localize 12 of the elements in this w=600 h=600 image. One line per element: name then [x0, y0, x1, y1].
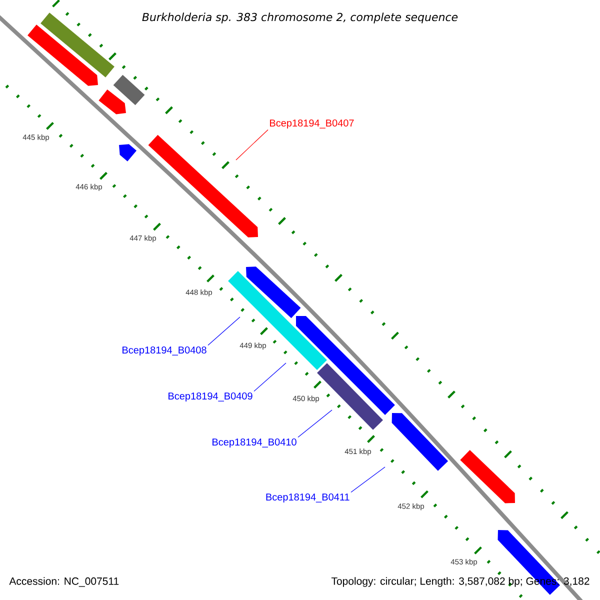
- leader-line: [254, 362, 286, 392]
- title: Burkholderia sp. 383 chromosome 2, complete sequence: [142, 12, 458, 24]
- gene-label: Bcep18194_B0409: [168, 392, 252, 402]
- gene-label: Bcep18194_B0407: [270, 119, 354, 129]
- leader-line: [208, 316, 240, 346]
- gene-label: Bcep18194_B0408: [122, 346, 206, 356]
- leader-line: [298, 410, 332, 438]
- accession-text: Accession: NC_007511: [9, 577, 119, 587]
- gene-label: Bcep18194_B0410: [212, 438, 296, 448]
- leader-line: [350, 466, 386, 493]
- leader-line: [236, 129, 268, 160]
- gene-label: Bcep18194_B0411: [266, 493, 350, 503]
